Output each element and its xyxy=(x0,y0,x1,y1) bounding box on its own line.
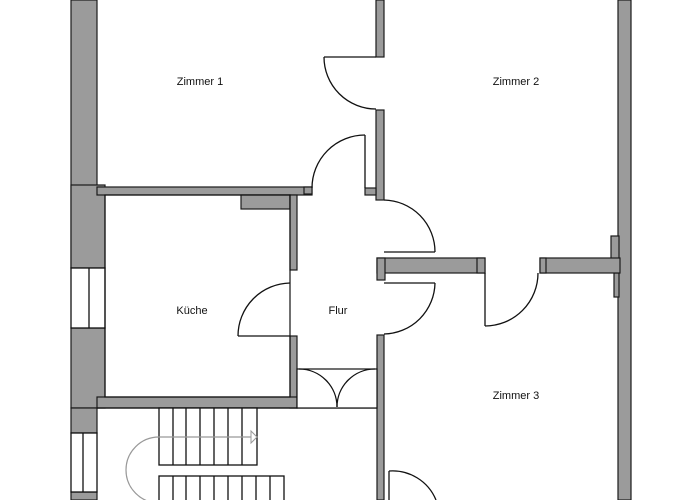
door-zimmer1-zimmer2[interactable] xyxy=(323,56,377,110)
outer-wall-left xyxy=(70,0,106,500)
door-zimmer3-lower[interactable] xyxy=(388,470,437,500)
door-zimmer2-zimmer3[interactable] xyxy=(484,272,539,327)
wall-zimmer2-zimmer3 xyxy=(376,257,621,281)
room-label-flur: Flur xyxy=(328,305,348,317)
door-zimmer1-flur[interactable] xyxy=(311,134,366,189)
wall-zimmer2-left xyxy=(364,0,385,201)
room-label-zimmer-3: Zimmer 3 xyxy=(492,390,540,402)
room-label-zimmer-1: Zimmer 1 xyxy=(176,76,224,88)
wall-zimmer3-left xyxy=(376,334,385,500)
kueche-outline xyxy=(104,194,291,398)
door-flur-zimmer3[interactable] xyxy=(383,282,436,335)
wall-zimmer1-kueche xyxy=(96,186,313,271)
stair-walk-line xyxy=(125,429,258,500)
door-flur-zimmer2[interactable] xyxy=(383,199,436,253)
outer-wall-right xyxy=(610,0,632,500)
staircase xyxy=(158,407,285,500)
closet-double-door[interactable] xyxy=(296,368,378,409)
room-label-kueche: Küche xyxy=(176,305,208,317)
room-label-zimmer-2: Zimmer 2 xyxy=(492,76,540,88)
door-kueche-flur[interactable] xyxy=(237,282,291,337)
window-kueche xyxy=(70,267,106,329)
window-stair xyxy=(70,432,98,493)
